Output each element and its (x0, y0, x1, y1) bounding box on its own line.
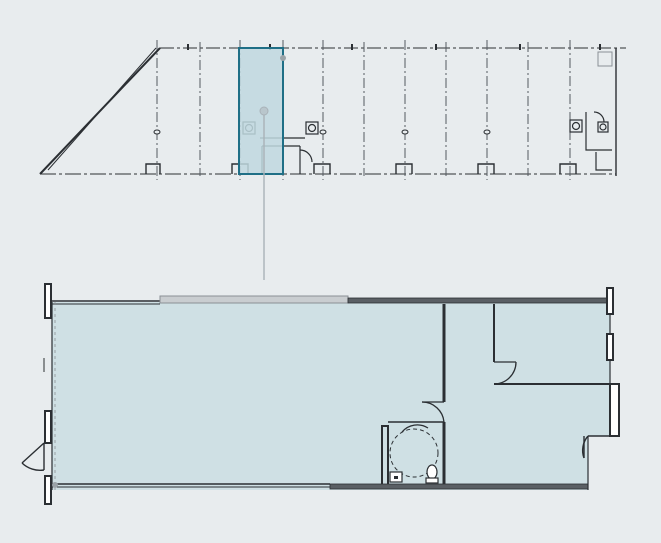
building-outline (39, 47, 626, 176)
bay-marker-dot (259, 106, 269, 116)
front-mullion-middle (44, 410, 52, 444)
corner-box (597, 51, 613, 67)
front-mullion-bottom (44, 475, 52, 505)
unit-detail-plan (21, 283, 620, 505)
bay-corner-dot (280, 55, 286, 61)
east-wall-detail (587, 287, 620, 490)
rear-door[interactable] (581, 435, 610, 459)
storefront-window (159, 295, 349, 304)
unit-corner-dot (52, 482, 58, 488)
restroom-cluster-east (569, 111, 612, 171)
rear-mullion-top (606, 287, 614, 315)
restroom (381, 421, 444, 484)
rear-mullion-middle (606, 333, 614, 361)
unit-floor (52, 302, 614, 490)
demising-wall-north (347, 297, 611, 304)
demising-wall-south (329, 483, 589, 490)
corridor-door[interactable] (421, 401, 445, 423)
office-door[interactable] (493, 361, 517, 385)
front-mullion-top (44, 283, 52, 319)
interior-partitions (442, 304, 610, 484)
toilet-icon (426, 464, 438, 480)
north-wall-posts (187, 44, 601, 50)
front-door[interactable] (21, 442, 45, 471)
west-wall-detail (43, 283, 56, 505)
diagonal-wall-inner (47, 47, 157, 171)
column-markers (153, 129, 491, 135)
rear-frame (609, 383, 620, 437)
accessibility-turning-circle (389, 428, 439, 478)
